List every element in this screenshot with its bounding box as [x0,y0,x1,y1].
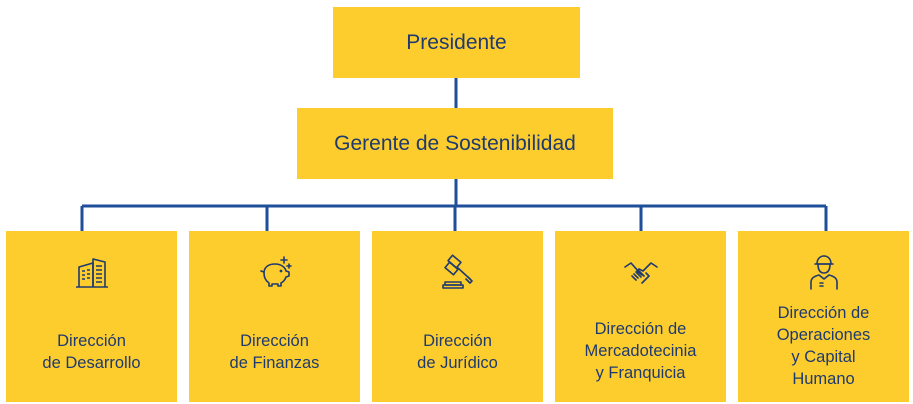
dept-finance-label: Dirección de Finanzas [229,332,320,372]
dept-development-box: Dirección de Desarrollo [6,231,177,402]
president-box: Presidente [333,7,580,78]
manager-label: Gerente de Sostenibilidad [334,131,576,155]
piggy-bank-icon [256,253,294,291]
president-label: Presidente [406,30,507,54]
worker-icon [805,253,843,291]
dept-operations-box: Dirección de Operaciones y Capital Human… [738,231,909,402]
gavel-icon [439,253,477,291]
dept-development-label: Dirección de Desarrollo [42,332,141,372]
dept-legal-box: Dirección de Jurídico [372,231,543,402]
dept-marketing-label: Dirección de Mercadotecinia y Franquicia [584,320,697,382]
dept-operations-label: Dirección de Operaciones y Capital Human… [776,304,871,388]
sustainability-manager-box: Gerente de Sostenibilidad [297,108,613,179]
dept-legal-label: Dirección de Jurídico [417,332,498,372]
dept-finance-box: Dirección de Finanzas [189,231,360,402]
dept-marketing-box: Dirección de Mercadotecinia y Franquicia [555,231,726,402]
handshake-icon [622,253,660,291]
building-icon [73,253,111,291]
